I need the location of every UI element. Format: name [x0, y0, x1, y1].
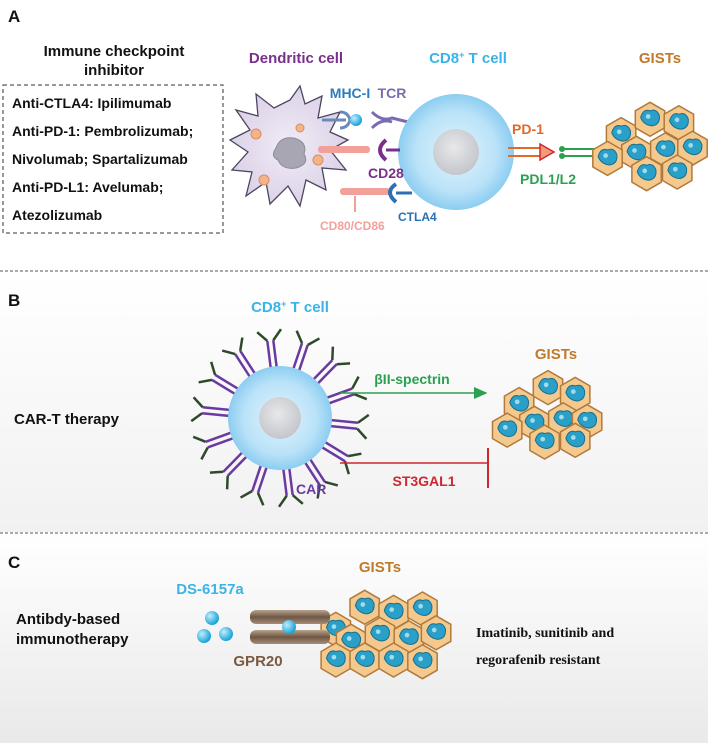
gist-cell [420, 614, 452, 651]
mhc-i-molecule [322, 110, 362, 130]
gists-label-b: GISTs [535, 346, 577, 363]
resistance-line2: regorafenib resistant [476, 653, 601, 668]
tcr-label: TCR [378, 85, 407, 101]
cd28-receptor [378, 138, 388, 162]
gist-cell [491, 412, 523, 448]
gist-cell [529, 424, 561, 460]
tcell-label-a: CD8+ T cell [429, 50, 507, 67]
car-receptor [291, 330, 321, 372]
ds6157a-label: DS-6157a [176, 581, 244, 598]
panel-c-letter: C [8, 553, 20, 572]
car-receptor [209, 450, 249, 490]
car-receptor [198, 361, 240, 396]
pdl-label: PDL1/L2 [520, 171, 576, 187]
car-receptor [221, 337, 257, 379]
gist-cell [547, 402, 579, 438]
car-receptors [190, 328, 370, 508]
car-receptor [325, 376, 368, 405]
cd80-ligand-lower [340, 188, 390, 195]
tcell-a-nucleus [433, 129, 479, 175]
therapy-c-line2: immunotherapy [16, 631, 129, 648]
gist-cell [559, 422, 591, 459]
gist-cell [407, 591, 438, 627]
tcr-receptor [370, 110, 409, 124]
gist-cell [631, 155, 663, 192]
car-label: CAR [296, 481, 326, 497]
dendritic-cell-label: Dendritic cell [249, 50, 343, 67]
mhc-label: MHC-I [330, 85, 370, 101]
gist-cell [349, 589, 381, 626]
pd1-label: PD-1 [512, 121, 544, 137]
ctla4-label: CTLA4 [398, 210, 437, 224]
gist-cell [559, 376, 591, 413]
panel-a-letter: A [8, 7, 20, 26]
panel-b-background [0, 272, 708, 532]
gist-cell [634, 101, 666, 138]
inhibitor-title-line2: inhibitor [84, 62, 144, 79]
car-receptor [192, 431, 235, 460]
gist-cell [320, 642, 352, 678]
ds6157a-molecules [197, 611, 233, 643]
dendritic-cell [228, 84, 350, 208]
gists-cluster-a [592, 101, 708, 192]
gist-cell [378, 642, 410, 678]
gists-label-c: GISTs [359, 559, 401, 576]
tcell-label-b: CD8+ T cell [251, 299, 329, 316]
gist-cell [661, 154, 693, 190]
ctla4-receptor [388, 182, 398, 204]
drug-line-3: Nivolumab; Spartalizumab [12, 151, 188, 167]
car-receptor [303, 457, 339, 499]
drug-box [2, 84, 224, 234]
drug-line-2: Anti-PD-1: Pembrolizumab; [12, 123, 193, 139]
resistance-line1: Imatinib, sunitinib and [476, 626, 614, 641]
car-receptor [277, 467, 304, 508]
gist-cell [364, 616, 396, 653]
pd1-receptor [508, 142, 556, 162]
car-t-therapy-label: CAR-T therapy [14, 411, 120, 428]
gpr20-label: GPR20 [233, 653, 282, 670]
therapy-c-line1: Antibdy-based [16, 611, 120, 628]
gist-cell [532, 369, 564, 406]
car-receptor [329, 413, 370, 440]
tcr-receptor-arm [370, 119, 393, 130]
gist-cell [407, 643, 438, 680]
inhibitor-title-line1: Immune checkpoint [44, 43, 185, 60]
car-receptor [256, 328, 283, 369]
st3gal1-label: ST3GAL1 [392, 473, 455, 489]
st3gal1-inhibition [340, 448, 489, 488]
panel-b-letter: B [8, 291, 20, 310]
drug-line-1: Anti-CTLA4: Ipilimumab [12, 95, 171, 111]
gists-label-a: GISTs [639, 50, 681, 67]
car-receptor [239, 464, 269, 506]
gist-cell [592, 140, 623, 177]
spectrin-label: βII-spectrin [374, 371, 449, 387]
car-receptor [190, 396, 231, 423]
cd80-label: CD80/CD86 [320, 219, 385, 233]
car-receptor [311, 346, 351, 386]
gist-cell [677, 130, 708, 167]
gist-cell [349, 642, 381, 678]
drug-line-4: Anti-PD-L1: Avelumab; [12, 179, 163, 195]
tcell-b-nucleus [259, 397, 301, 439]
cd80-ligand-upper [318, 146, 370, 153]
gists-cluster-c [320, 589, 452, 680]
gpr20-receptor [250, 610, 330, 644]
gists-cluster-b [491, 369, 603, 460]
cd28-label: CD28 [368, 165, 404, 181]
drug-line-5: Atezolizumab [12, 207, 102, 223]
